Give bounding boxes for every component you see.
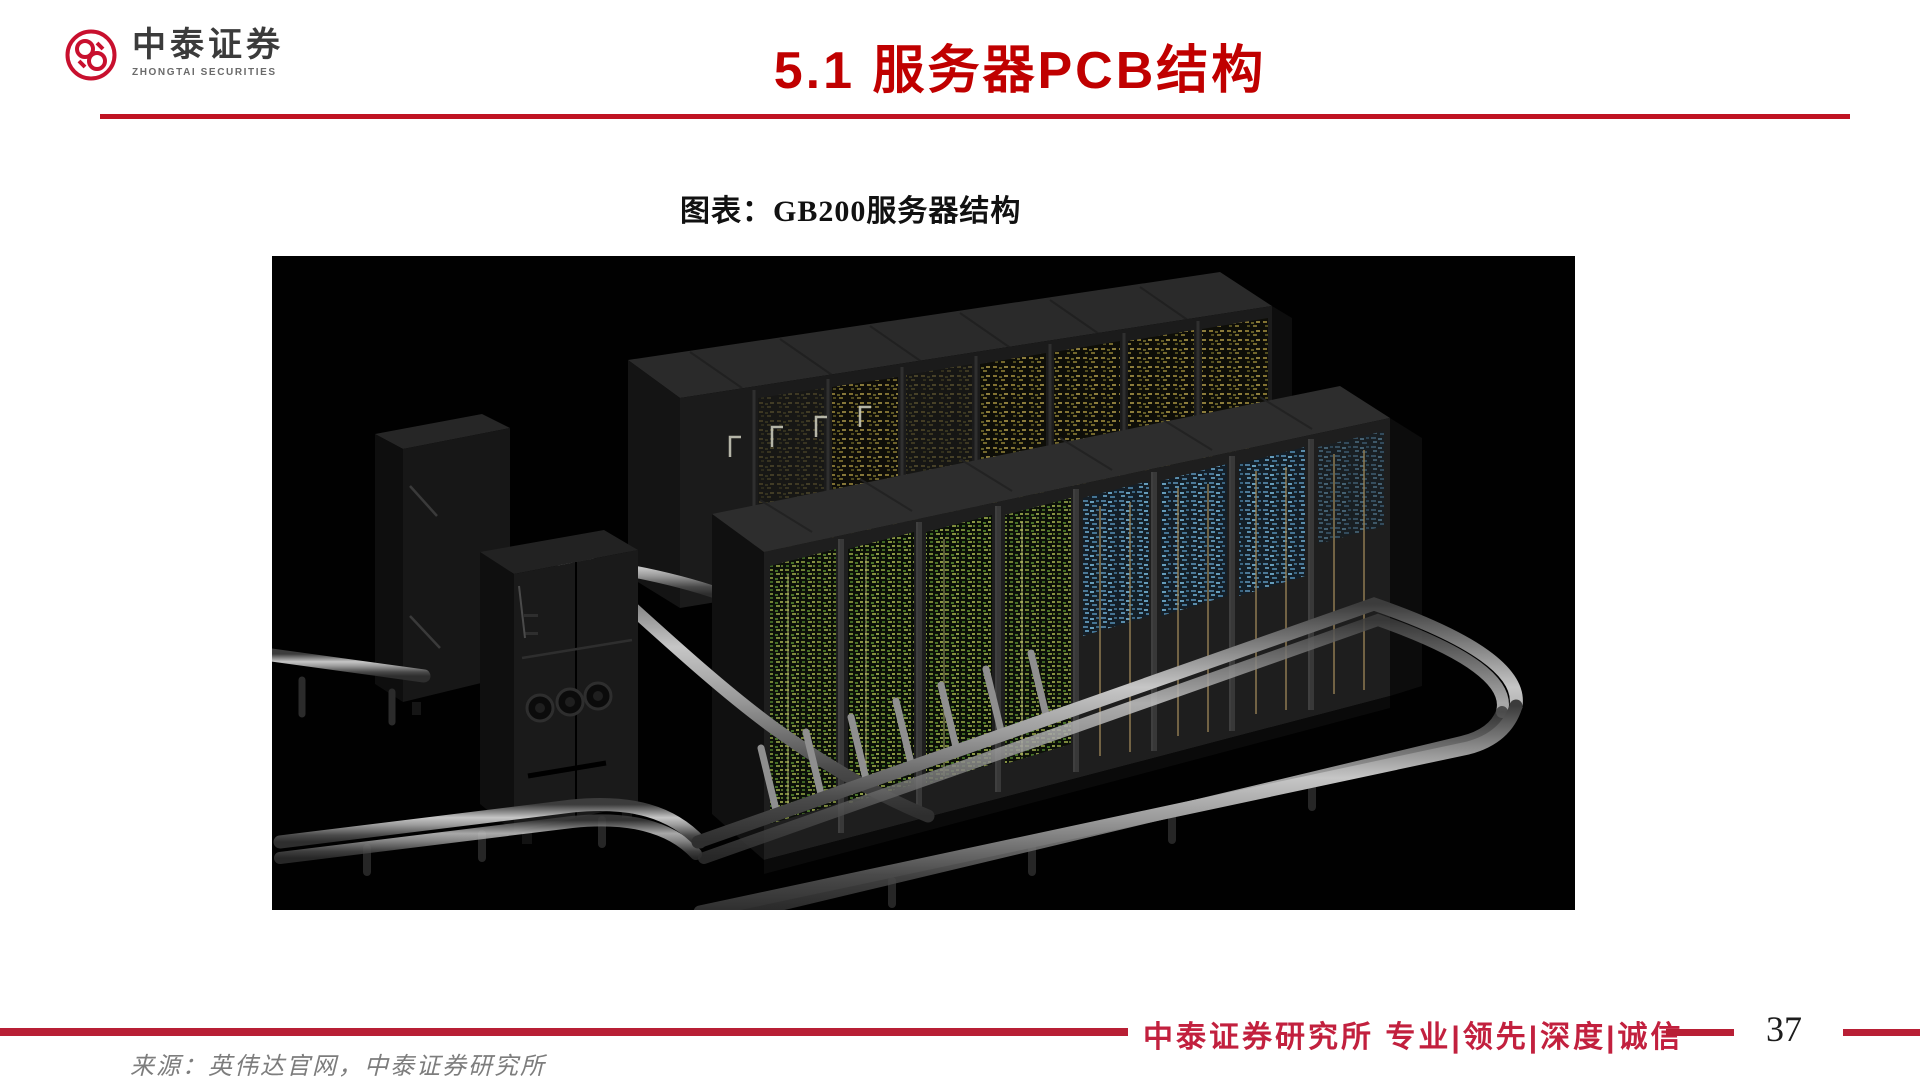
header-rule [100,114,1850,119]
footer-rule-mid [1666,1029,1734,1036]
tall-cabinet [375,414,510,715]
logo-text: 中泰证券 ZHONGTAI SECURITIES [132,26,284,78]
source-note: 来源：英伟达官网，中泰证券研究所 [130,1054,546,1080]
footer-rule-left [0,1028,1128,1036]
gb200-render [272,256,1575,910]
footer-rule-right [1843,1029,1920,1036]
zhongtai-logo-icon [65,29,117,81]
footer-slogan: 中泰证券研究所 专业|领先|深度|诚信 [1143,1021,1684,1054]
coolant-pipes-front [273,597,1523,910]
logo-name-en: ZHONGTAI SECURITIES [132,66,277,78]
cooling-distribution-unit [480,530,638,844]
zhongtai-logo: 中泰证券 ZHONGTAI SECURITIES [64,26,284,82]
page-number: 37 [1766,1009,1802,1049]
logo-name-cn: 中泰证券 [132,26,284,64]
front-rack-row [712,386,1422,874]
page-title: 5.1 服务器PCB结构 [773,42,1267,100]
figure-caption: 图表：GB200服务器结构 [680,195,1022,228]
gb200-server-figure [272,256,1575,910]
